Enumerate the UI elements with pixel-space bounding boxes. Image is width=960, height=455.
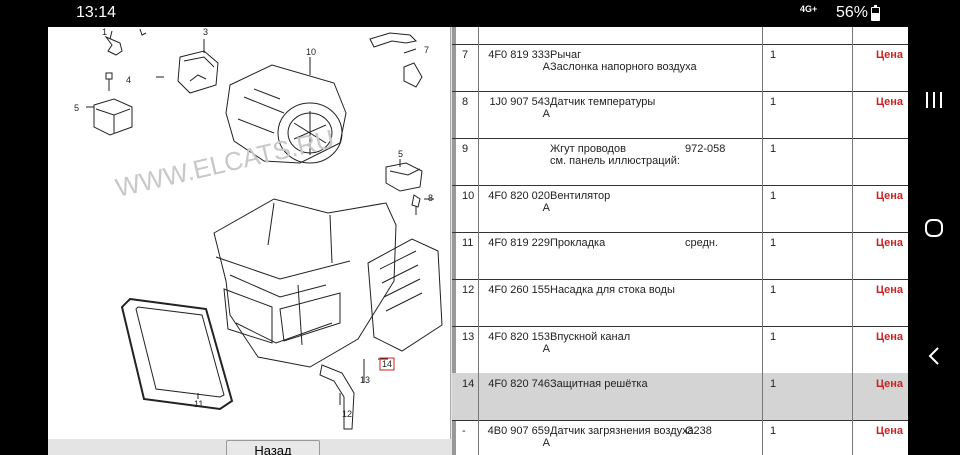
part-name-line: см. панель иллюстраций: (550, 155, 680, 167)
price-link[interactable]: Цена (876, 378, 904, 390)
callout-4: 4 (126, 75, 131, 85)
part-name: Прокладка (550, 237, 605, 249)
part-quantity: 1 (770, 143, 777, 155)
table-row[interactable]: 11 4F0 819 229 средн. 1 Цена Прокладка (452, 232, 908, 280)
part-note: G238 (685, 425, 712, 437)
app-screen: WWW.ELCATS.RU 1 3 4 5 7 10 5 8 14 13 12 … (48, 27, 908, 455)
battery-percent: 56% (836, 4, 869, 21)
callout-12: 12 (342, 409, 352, 419)
price-link[interactable]: Цена (876, 96, 904, 108)
price-link[interactable]: Цена (876, 237, 904, 249)
part-name: Вентилятор (550, 190, 610, 202)
part-number: 13 (462, 331, 475, 343)
part-name: Датчик загрязнения воздуха (550, 425, 694, 437)
callout-8: 8 (428, 193, 433, 203)
callout-5b: 5 (398, 149, 403, 159)
part-quantity: 1 (770, 378, 777, 390)
table-row[interactable]: 10 4F0 820 020 A 1 Цена Вентилятор (452, 185, 908, 233)
price-link[interactable]: Цена (876, 331, 904, 343)
table-row[interactable]: 64F0 819 3331ЦенаРычагдля вентиляции (452, 27, 908, 45)
part-quantity: 1 (770, 331, 777, 343)
clock: 13:14 (76, 4, 117, 21)
part-name-line: Датчик загрязнения воздуха (550, 425, 694, 437)
part-code: 4F0 819 333 A (488, 49, 550, 73)
table-row[interactable]: 13 4F0 820 153 A 1 Цена Впускной канал (452, 326, 908, 374)
price-link[interactable]: Цена (876, 49, 904, 61)
part-number: 14 (462, 378, 475, 390)
part-quantity: 1 (770, 49, 777, 61)
part-name-line: Насадка для стока воды (550, 284, 675, 296)
part-quantity: 1 (770, 237, 777, 249)
part-number: - (462, 425, 466, 437)
callout-highlight-box (379, 357, 395, 371)
callout-13: 13 (360, 375, 370, 385)
table-edge (452, 27, 456, 455)
part-name-line: Рычаг (550, 49, 582, 61)
callout-3: 3 (203, 27, 208, 37)
network-indicator: 4G+ (800, 4, 818, 14)
part-code: 1J0 907 543 A (489, 96, 550, 120)
parts-diagram: WWW.ELCATS.RU 1 3 4 5 7 10 5 8 14 13 12 … (48, 27, 451, 439)
part-code: 4F0 820 746 (488, 378, 550, 390)
column-divider (762, 27, 763, 455)
part-note: средн. (685, 237, 719, 249)
part-name-line: Вентилятор (550, 190, 611, 202)
part-code: 4F0 260 155 (488, 284, 550, 296)
status-bar: 13:14 4G+ 56% (0, 0, 908, 27)
parts-table: 64F0 819 3331ЦенаРычагдля вентиляции 7 4F0… (452, 27, 908, 455)
part-code: 4B0 907 659 A (487, 425, 550, 449)
watermark-text: WWW.ELCATS.RU (113, 123, 337, 202)
part-number: 11 (462, 237, 474, 249)
android-nav-bar (908, 0, 960, 455)
part-name-line: Впускной канал (550, 331, 631, 343)
column-divider (478, 27, 479, 455)
callout-11: 11 (194, 399, 203, 409)
part-number: 7 (462, 49, 469, 61)
part-number: 8 (462, 96, 469, 108)
part-quantity: 1 (770, 190, 777, 202)
part-quantity: 1 (770, 96, 777, 108)
part-code: 4F0 819 229 (488, 237, 550, 249)
part-name: Датчик температуры (550, 96, 655, 108)
part-name-line: Жгут проводов (550, 143, 626, 155)
callout-5: 5 (74, 103, 79, 113)
part-number: 10 (462, 190, 475, 202)
back-button[interactable]: Назад (226, 440, 320, 455)
price-link[interactable]: Цена (876, 425, 904, 437)
price-link[interactable]: Цена (876, 284, 904, 296)
part-name-line: Заслонка напорного воздуха (550, 61, 697, 73)
callout-14: 14 (382, 359, 392, 369)
callout-7: 7 (424, 45, 429, 55)
recent-apps-icon[interactable] (908, 78, 960, 122)
part-name: Защитная решётка (550, 378, 648, 390)
callout-10: 10 (306, 47, 316, 57)
back-nav-icon[interactable] (908, 334, 960, 378)
part-name-line: Прокладка (550, 237, 606, 249)
part-number: 12 (462, 284, 475, 296)
part-name: Насадка для стока воды (550, 284, 675, 296)
part-code: 4F0 820 153 A (488, 331, 550, 355)
table-row[interactable]: 8 1J0 907 543 A 1 Цена Датчик температуры (452, 91, 908, 139)
part-name-line: Защитная решётка (550, 378, 648, 390)
part-number: 9 (462, 143, 469, 155)
part-quantity: 1 (770, 425, 777, 437)
part-name-line: Датчик температуры (550, 96, 656, 108)
part-name: Впускной канал (550, 331, 630, 343)
part-quantity: 1 (770, 284, 777, 296)
battery-icon (871, 5, 880, 21)
price-link[interactable]: Цена (876, 190, 904, 202)
table-row[interactable]: 14 4F0 820 746 1 Цена Защитная решётка (452, 373, 908, 421)
table-row[interactable]: 12 4F0 260 155 1 Цена Насадка для стока воды (452, 279, 908, 327)
home-icon[interactable] (908, 206, 960, 250)
exploded-view-illustration: WWW.ELCATS.RU 1 3 4 5 7 10 5 8 14 13 12 … (74, 27, 443, 430)
part-code: 4F0 820 020 A (488, 190, 550, 214)
callout-1: 1 (102, 27, 107, 37)
column-divider (852, 27, 853, 455)
part-note: 972-058 (685, 143, 726, 155)
table-row[interactable]: - 4B0 907 659 A G238 1 Цена Датчик загрязнени… (452, 420, 908, 455)
